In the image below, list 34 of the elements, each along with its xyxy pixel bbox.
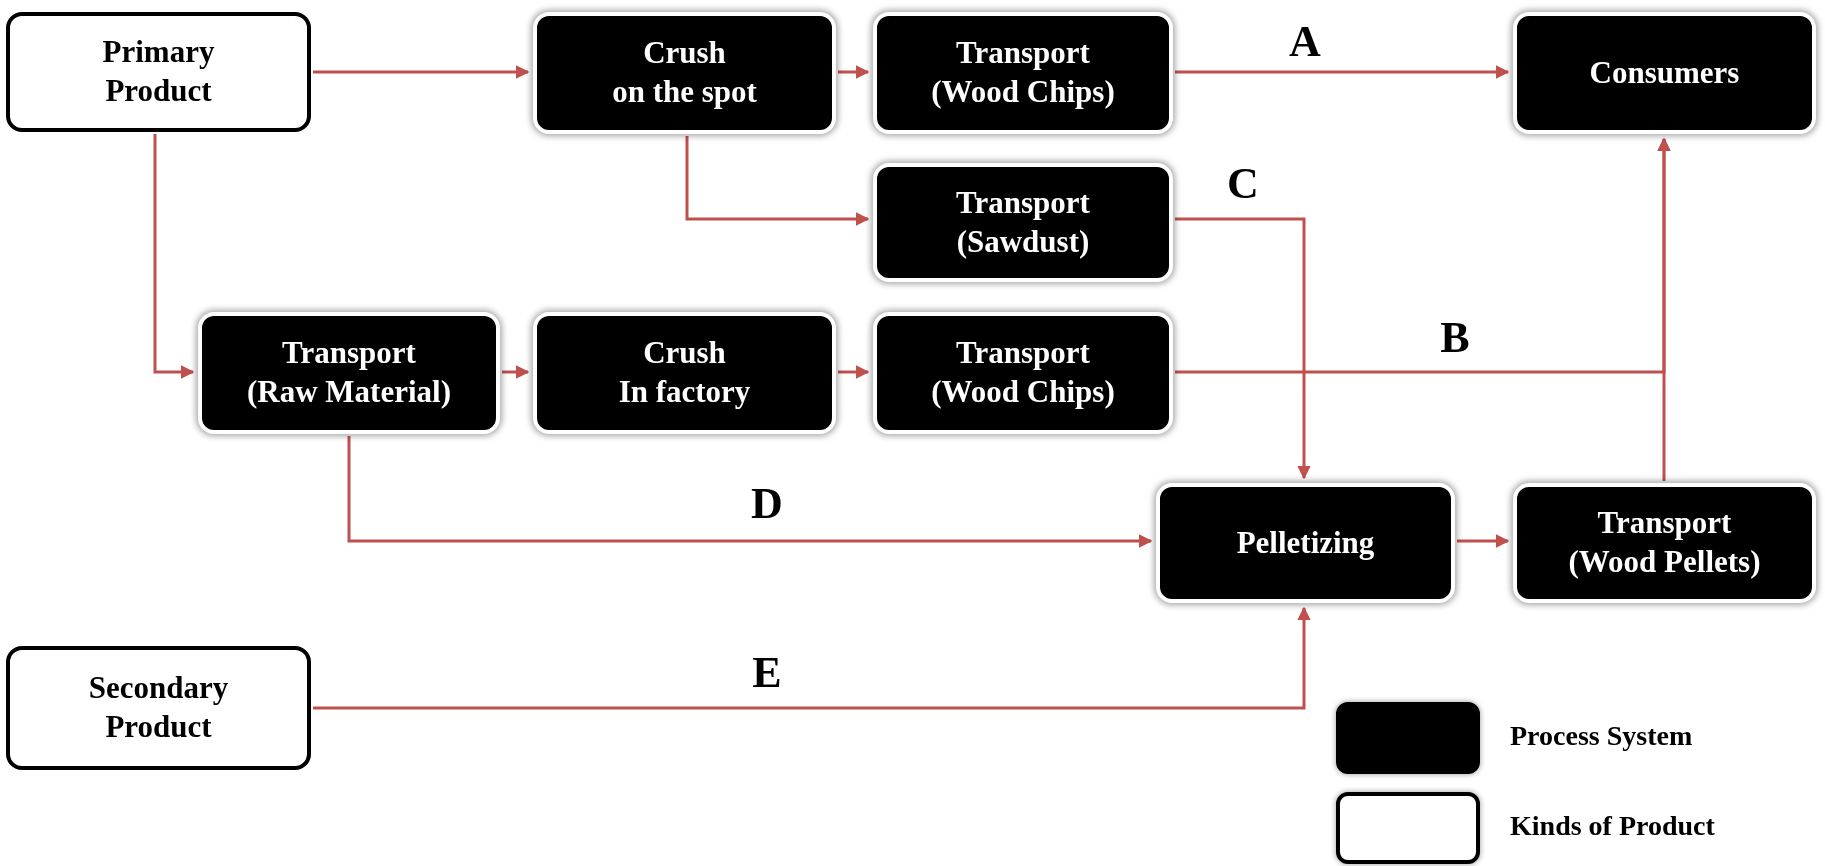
node-text: (Wood Chips) <box>931 73 1115 111</box>
node-text: In factory <box>618 373 751 411</box>
node-text: (Wood Pellets) <box>1568 543 1761 581</box>
node-text: (Sawdust) <box>956 222 1090 261</box>
node-text: (Wood Chips) <box>931 373 1115 411</box>
node-text: Primary Product <box>102 33 215 110</box>
arrow <box>838 365 870 379</box>
node-text: Crush <box>643 334 726 373</box>
arrow <box>685 136 870 226</box>
arrow <box>1657 137 1671 481</box>
arrow <box>347 436 1153 548</box>
node-text: Transport <box>282 334 416 373</box>
legend-text: Process System <box>1510 720 1693 752</box>
node-text: Secondary Product <box>88 669 229 746</box>
arrow <box>153 134 195 379</box>
product-box <box>6 646 311 770</box>
node-text: Pelletizing <box>1236 523 1375 562</box>
node-text: on the spot <box>612 73 757 111</box>
node-text: Transport <box>956 183 1090 222</box>
node-text: (Raw Material) <box>247 373 451 411</box>
legend-text: Kinds of Product <box>1510 810 1715 842</box>
node-text: Crush <box>643 34 726 73</box>
arrow <box>502 365 530 379</box>
node-text: Transport <box>1597 504 1732 543</box>
arrow <box>313 65 530 79</box>
arrow <box>838 65 870 79</box>
node-text: Transport <box>956 334 1090 373</box>
arrow <box>1175 65 1510 79</box>
arrow <box>313 606 1311 710</box>
arrow <box>1175 217 1311 480</box>
node-text: Consumers <box>1589 53 1740 92</box>
node-text: Transport <box>956 34 1090 73</box>
product-box <box>6 12 311 132</box>
arrow <box>1457 534 1510 548</box>
